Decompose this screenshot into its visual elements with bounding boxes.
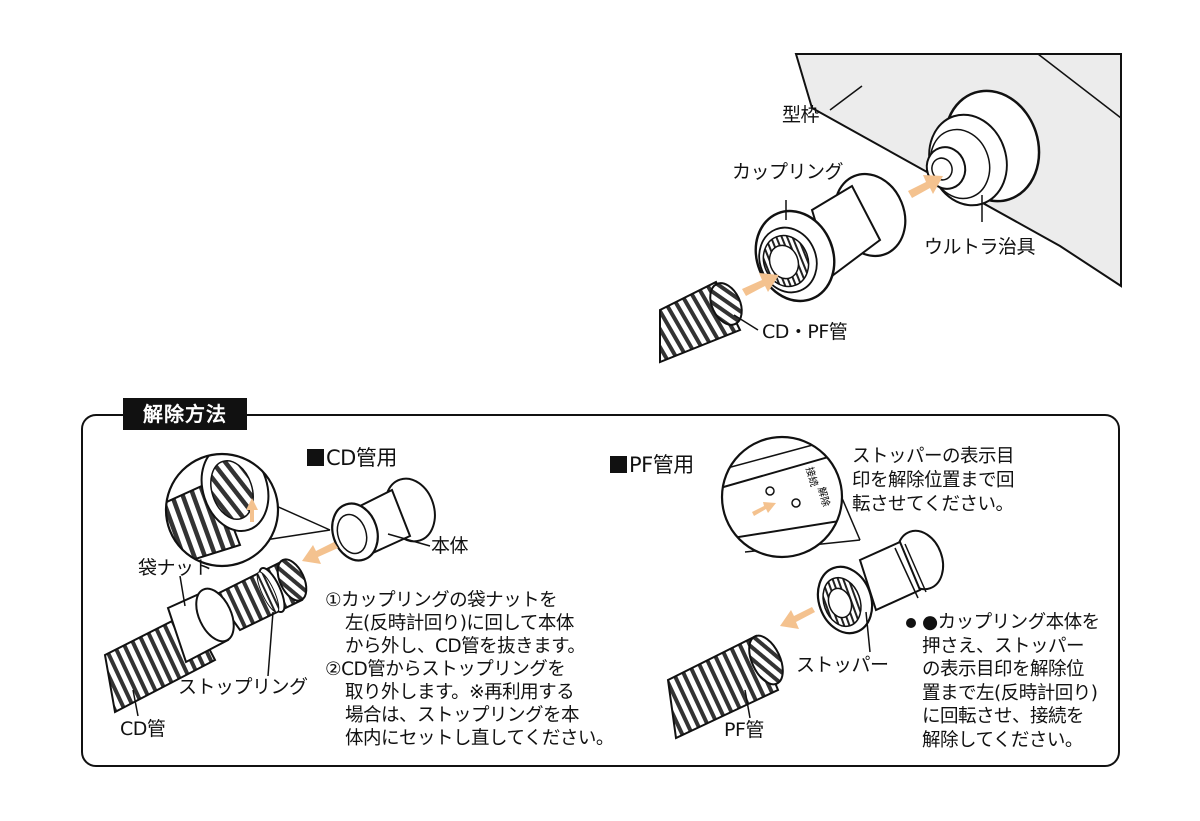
bullet-dot [906,618,916,628]
pf-note-line: ストッパーの表示目 [852,446,1015,467]
cd-instruction-line: から外し、CD管を抜きます。 [345,636,586,657]
cd-instruction-line: 左(反時計回り)に回して本体 [345,613,574,634]
pf-heading-text: PF管用 [629,453,694,477]
pf-instruction-line: 置まで左(反時計回り) [922,682,1098,704]
top-assembly-diagram [659,53,1122,364]
release-method-tab: 解除方法 [123,398,247,430]
cd-coupling-body [331,476,436,562]
cd-instruction-line: ①カップリングの袋ナットを [325,590,558,611]
cd-release-diagram [103,452,436,717]
stopper-label: ストッパー [796,654,889,676]
pf-pull-arrow [780,607,815,629]
stop-ring-label: ストップリング [178,676,308,698]
pf-heading: PF管用 [610,453,694,477]
cd-pull-arrow [302,542,338,564]
pf-zoom-circle: 接続 解除 [720,435,844,559]
pf-indicator-note: ストッパーの表示目 印を解除位置まで回 転させてください。 [852,445,1015,517]
square-bullet-icon [307,449,324,466]
ultra-jig-label: ウルトラ治具 [924,236,1036,258]
top-corrugated-pipe [659,280,759,364]
pf-coupling-body [816,529,945,653]
body-label: 本体 [431,535,469,557]
coupling-part [754,170,907,303]
release-section-frame [81,414,1120,767]
pf-instructions: ●カップリング本体を 押さえ、ストッパー の表示目印を解除位 置まで左(反時計回… [922,611,1100,752]
top-pipe-label: CD・PF管 [762,321,848,343]
formwork-label: 型枠 [782,104,820,126]
cd-instruction-line: 体内にセットし直してください。 [345,728,614,749]
pf-instruction-line: 押さえ、ストッパー [922,635,1085,657]
cd-heading: CD管用 [307,446,397,470]
pf-instruction-line: に回転させ、接続を [922,706,1085,727]
insert-arrow-pipe [742,273,779,296]
pf-note-line: 転させてください。 [852,494,1014,515]
ultra-jig-part [925,89,1041,222]
pf-instruction-line: の表示目印を解除位 [922,659,1085,680]
cd-pipe-assembly [103,558,308,717]
cd-instruction-line: ②CD管からストップリングを [325,659,566,680]
cd-instructions: ①カップリングの袋ナットを 左(反時計回り)に回して本体 から外し、CD管を抜き… [325,589,614,750]
cd-instruction-line: 場合は、ストップリングを本 [345,705,580,726]
pf-instruction-line: 解除してください。 [922,729,1083,751]
cd-heading-text: CD管用 [326,446,397,470]
insert-arrow-coupling [908,175,943,198]
pf-note-line: 印を解除位置まで回 [852,470,1015,491]
pf-instruction-line: ●カップリング本体を [922,612,1100,633]
pf-release-diagram: 接続 解除 [666,435,945,740]
coupling-label: カップリング [732,161,844,183]
square-bullet-icon [610,456,627,473]
pf-pipe-label: PF管 [724,719,764,741]
cd-pipe-label: CD管 [120,718,166,740]
bag-nut-label: 袋ナット [138,557,213,579]
pf-corrugated-pipe [666,634,784,740]
cd-zoom-circle [164,452,280,568]
cd-instruction-line: 取り外します。※再利用する [345,682,575,703]
